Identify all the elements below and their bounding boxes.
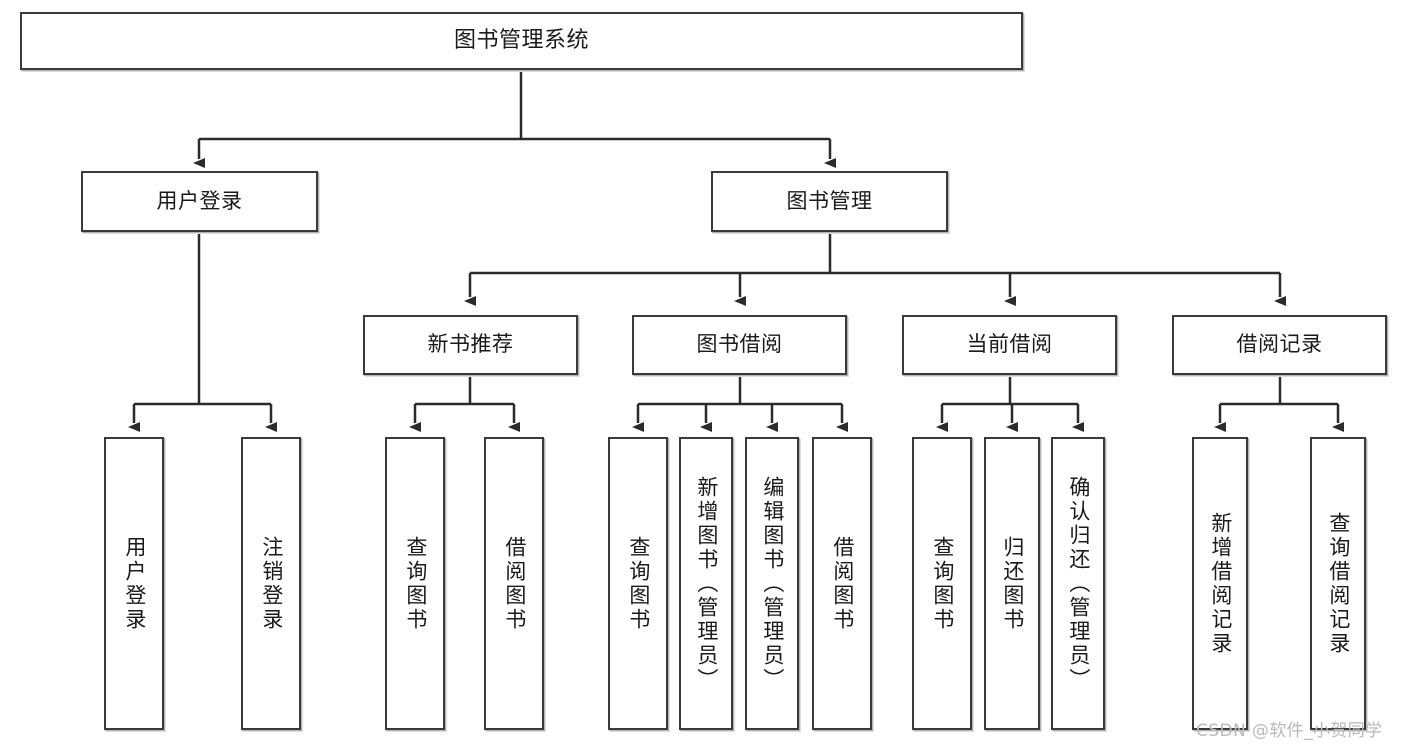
leaf-query-borrow-record[interactable]: 查询借阅记录 — [1310, 437, 1366, 730]
leaf-query-book-recommend[interactable]: 查询图书 — [385, 437, 445, 730]
node-root[interactable]: 图书管理系统 — [20, 12, 1023, 70]
leaf-query-book-current[interactable]: 查询图书 — [912, 437, 972, 730]
leaf-confirm-return-admin[interactable]: 确认归还（管理员） — [1051, 437, 1105, 730]
node-book-management[interactable]: 图书管理 — [711, 171, 948, 232]
edge-bookmanagement-to-level3 — [464, 232, 1286, 306]
node-book-management-label: 图书管理 — [786, 188, 873, 213]
edge-currentborrow-to-leaves — [936, 375, 1084, 432]
edge-root-to-level2 — [193, 70, 836, 168]
node-root-label: 图书管理系统 — [453, 27, 589, 53]
leaf-confirm-return-admin-label: 确认归还（管理员） — [1066, 475, 1091, 692]
leaf-borrow-book-recommend[interactable]: 借阅图书 — [484, 437, 544, 730]
leaf-query-book-recommend-label: 查询图书 — [403, 535, 428, 632]
node-current-borrow-label: 当前借阅 — [966, 332, 1053, 357]
leaf-borrow-book[interactable]: 借阅图书 — [812, 437, 872, 730]
edge-userlogin-to-leaves — [128, 232, 277, 432]
leaf-user-login[interactable]: 用户登录 — [104, 437, 164, 730]
leaf-user-login-label: 用户登录 — [122, 535, 147, 632]
leaf-logout-login[interactable]: 注销登录 — [241, 437, 301, 730]
node-book-borrow-label: 图书借阅 — [696, 332, 783, 357]
node-book-borrow[interactable]: 图书借阅 — [632, 315, 847, 375]
leaf-return-book[interactable]: 归还图书 — [984, 437, 1040, 730]
edge-bookborrow-to-leaves — [632, 375, 848, 432]
node-current-borrow[interactable]: 当前借阅 — [902, 315, 1117, 375]
node-borrow-record-label: 借阅记录 — [1236, 332, 1323, 357]
leaf-add-book-admin-label: 新增图书（管理员） — [694, 475, 719, 692]
leaf-return-book-label: 归还图书 — [1000, 535, 1025, 632]
leaf-borrow-book-recommend-label: 借阅图书 — [502, 535, 527, 632]
node-borrow-record[interactable]: 借阅记录 — [1172, 315, 1387, 375]
edge-borrowrecord-to-leaves — [1214, 375, 1344, 432]
leaf-logout-login-label: 注销登录 — [259, 535, 284, 632]
leaf-query-borrow-record-label: 查询借阅记录 — [1326, 511, 1351, 656]
leaf-add-borrow-record[interactable]: 新增借阅记录 — [1192, 437, 1248, 730]
leaf-query-book-current-label: 查询图书 — [930, 535, 955, 632]
leaf-edit-book-admin-label: 编辑图书（管理员） — [760, 475, 785, 692]
node-user-login[interactable]: 用户登录 — [81, 171, 318, 232]
leaf-query-book-borrow-label: 查询图书 — [626, 535, 651, 632]
leaf-add-book-admin[interactable]: 新增图书（管理员） — [679, 437, 733, 730]
edge-newbook-to-leaves — [409, 375, 520, 432]
node-new-book-recommend[interactable]: 新书推荐 — [363, 315, 578, 375]
node-new-book-recommend-label: 新书推荐 — [427, 332, 514, 357]
csdn-watermark: CSDN @软件_小贺同学 — [1196, 721, 1383, 741]
node-user-login-label: 用户登录 — [156, 188, 243, 213]
leaf-query-book-borrow[interactable]: 查询图书 — [608, 437, 668, 730]
leaf-edit-book-admin[interactable]: 编辑图书（管理员） — [745, 437, 799, 730]
leaf-borrow-book-label: 借阅图书 — [830, 535, 855, 632]
leaf-add-borrow-record-label: 新增借阅记录 — [1208, 511, 1233, 656]
